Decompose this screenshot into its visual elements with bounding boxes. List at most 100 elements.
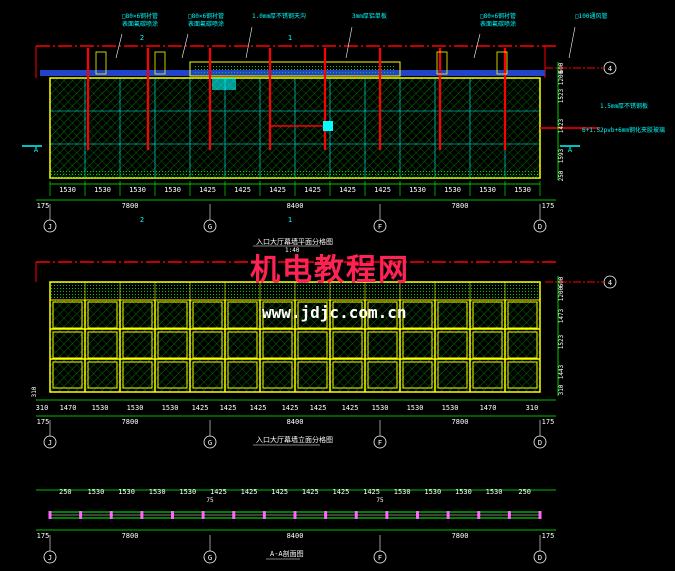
axis-circle xyxy=(43,550,57,564)
dim-text: 1425 xyxy=(310,404,327,412)
pointer-marker xyxy=(323,121,333,131)
callout-text: □80×6钢衬管表面氟碳喷涂 xyxy=(188,12,224,28)
callout-leader xyxy=(473,33,481,59)
anchor-mark xyxy=(538,511,542,519)
dim-text: 1530 xyxy=(94,186,111,194)
panel-frame xyxy=(87,301,118,329)
callout-text: 3mm厚铝单板 xyxy=(352,12,387,20)
plan-1-scale: 1:40 xyxy=(285,247,300,254)
callout-line: 表面氟碳喷涂 xyxy=(122,20,158,28)
axis-circle xyxy=(373,550,387,564)
panel-frame xyxy=(367,361,398,389)
mid-dim-text: 7800 xyxy=(122,418,139,426)
callout-leader xyxy=(181,33,189,59)
axis-label: D xyxy=(538,554,542,562)
dim-text: 310 xyxy=(36,404,49,412)
right-dim-text: 310 xyxy=(558,384,565,395)
callout-line: 表面氟碳喷涂 xyxy=(188,20,224,28)
dim-text: 1530 xyxy=(92,404,109,412)
dim-text: 1530 xyxy=(442,404,459,412)
right-dim-text: 1200 xyxy=(558,70,565,85)
dim-text: 1425 xyxy=(271,488,288,496)
right-dim-text: 1523 xyxy=(558,334,565,349)
steel-tube xyxy=(436,51,448,75)
right-dim-text: 1593 xyxy=(558,148,565,163)
panel-frame xyxy=(472,301,503,329)
callout-text: 1.0mm厚不锈钢天沟 xyxy=(252,12,306,20)
cut-mark: A xyxy=(568,146,573,154)
right-dim-text: 1423 xyxy=(558,118,565,133)
panel-frame xyxy=(437,301,468,329)
axis-label: G xyxy=(208,554,212,562)
dim-text: 1425 xyxy=(304,186,321,194)
panel-frame xyxy=(437,361,468,389)
dim-text: 1530 xyxy=(129,186,146,194)
dim-text: 1530 xyxy=(149,488,166,496)
callout-leader xyxy=(245,26,253,59)
right-dim-text: 250 xyxy=(558,170,565,181)
dim-text: 1425 xyxy=(192,404,209,412)
axis-label: D xyxy=(538,439,542,447)
callout-line: □100通风管 xyxy=(575,12,607,20)
axis-label: G xyxy=(208,439,212,447)
gutter-box xyxy=(189,61,401,77)
panel-frame xyxy=(297,361,328,389)
gutter-detail xyxy=(212,78,236,90)
panel-frame xyxy=(507,301,538,329)
anchor-mark xyxy=(354,511,358,519)
dim-text: 1530 xyxy=(179,488,196,496)
panel-frame xyxy=(507,361,538,389)
dim-text: 1425 xyxy=(333,488,350,496)
dim-text: 1425 xyxy=(199,186,216,194)
panel-frame xyxy=(227,361,258,389)
mid-dim-text: 8400 xyxy=(287,418,304,426)
dim-text: 1425 xyxy=(339,186,356,194)
dim-text: 1530 xyxy=(88,488,105,496)
callout-text: □100通风管 xyxy=(575,12,607,20)
right-note: 1.5mm厚不锈钢板 xyxy=(600,102,648,110)
dim-text: 1530 xyxy=(127,404,144,412)
plan-3-title: A-A剖面图 xyxy=(270,549,304,558)
mid-mark: 75 xyxy=(206,497,214,504)
right-dim-text: 1473 xyxy=(558,308,565,323)
axis-circle xyxy=(203,550,217,564)
cut-mark: 1 xyxy=(288,216,292,224)
anchor-mark xyxy=(201,511,205,519)
plan-2-title: 入口大厅幕墙立面分格图 xyxy=(256,435,333,444)
panel-frame xyxy=(262,331,293,359)
panel-frame xyxy=(157,331,188,359)
anchor-mark xyxy=(477,511,481,519)
mid-dim-text: 175 xyxy=(37,202,50,210)
dim-text: 1425 xyxy=(241,488,258,496)
axis-label: F xyxy=(378,439,382,447)
panel-frame xyxy=(192,301,223,329)
mid-dim-text: 175 xyxy=(37,532,50,540)
callout-line: □80×6钢衬管 xyxy=(188,12,224,20)
dim-text: 1425 xyxy=(220,404,237,412)
dim-text: 1530 xyxy=(118,488,135,496)
anchor-mark xyxy=(293,511,297,519)
mid-dim-text: 7800 xyxy=(452,418,469,426)
panel-frame xyxy=(367,331,398,359)
panel-frame xyxy=(402,331,433,359)
dim-text: 1530 xyxy=(372,404,389,412)
panel-frame xyxy=(402,301,433,329)
dim-text: 250 xyxy=(518,488,531,496)
dim-text: 1425 xyxy=(374,186,391,194)
panel-frame xyxy=(192,361,223,389)
axis-circle xyxy=(533,550,547,564)
plan-1-title: 入口大厅幕墙平面分格图 xyxy=(256,237,333,246)
dim-text: 1530 xyxy=(455,488,472,496)
panel-frame xyxy=(52,361,83,389)
anchor-mark xyxy=(140,511,144,519)
axis-label: D xyxy=(538,223,542,231)
panel-frame xyxy=(122,361,153,389)
panel-grid xyxy=(50,78,540,178)
dim-text: 1530 xyxy=(479,186,496,194)
mullions xyxy=(86,48,508,150)
